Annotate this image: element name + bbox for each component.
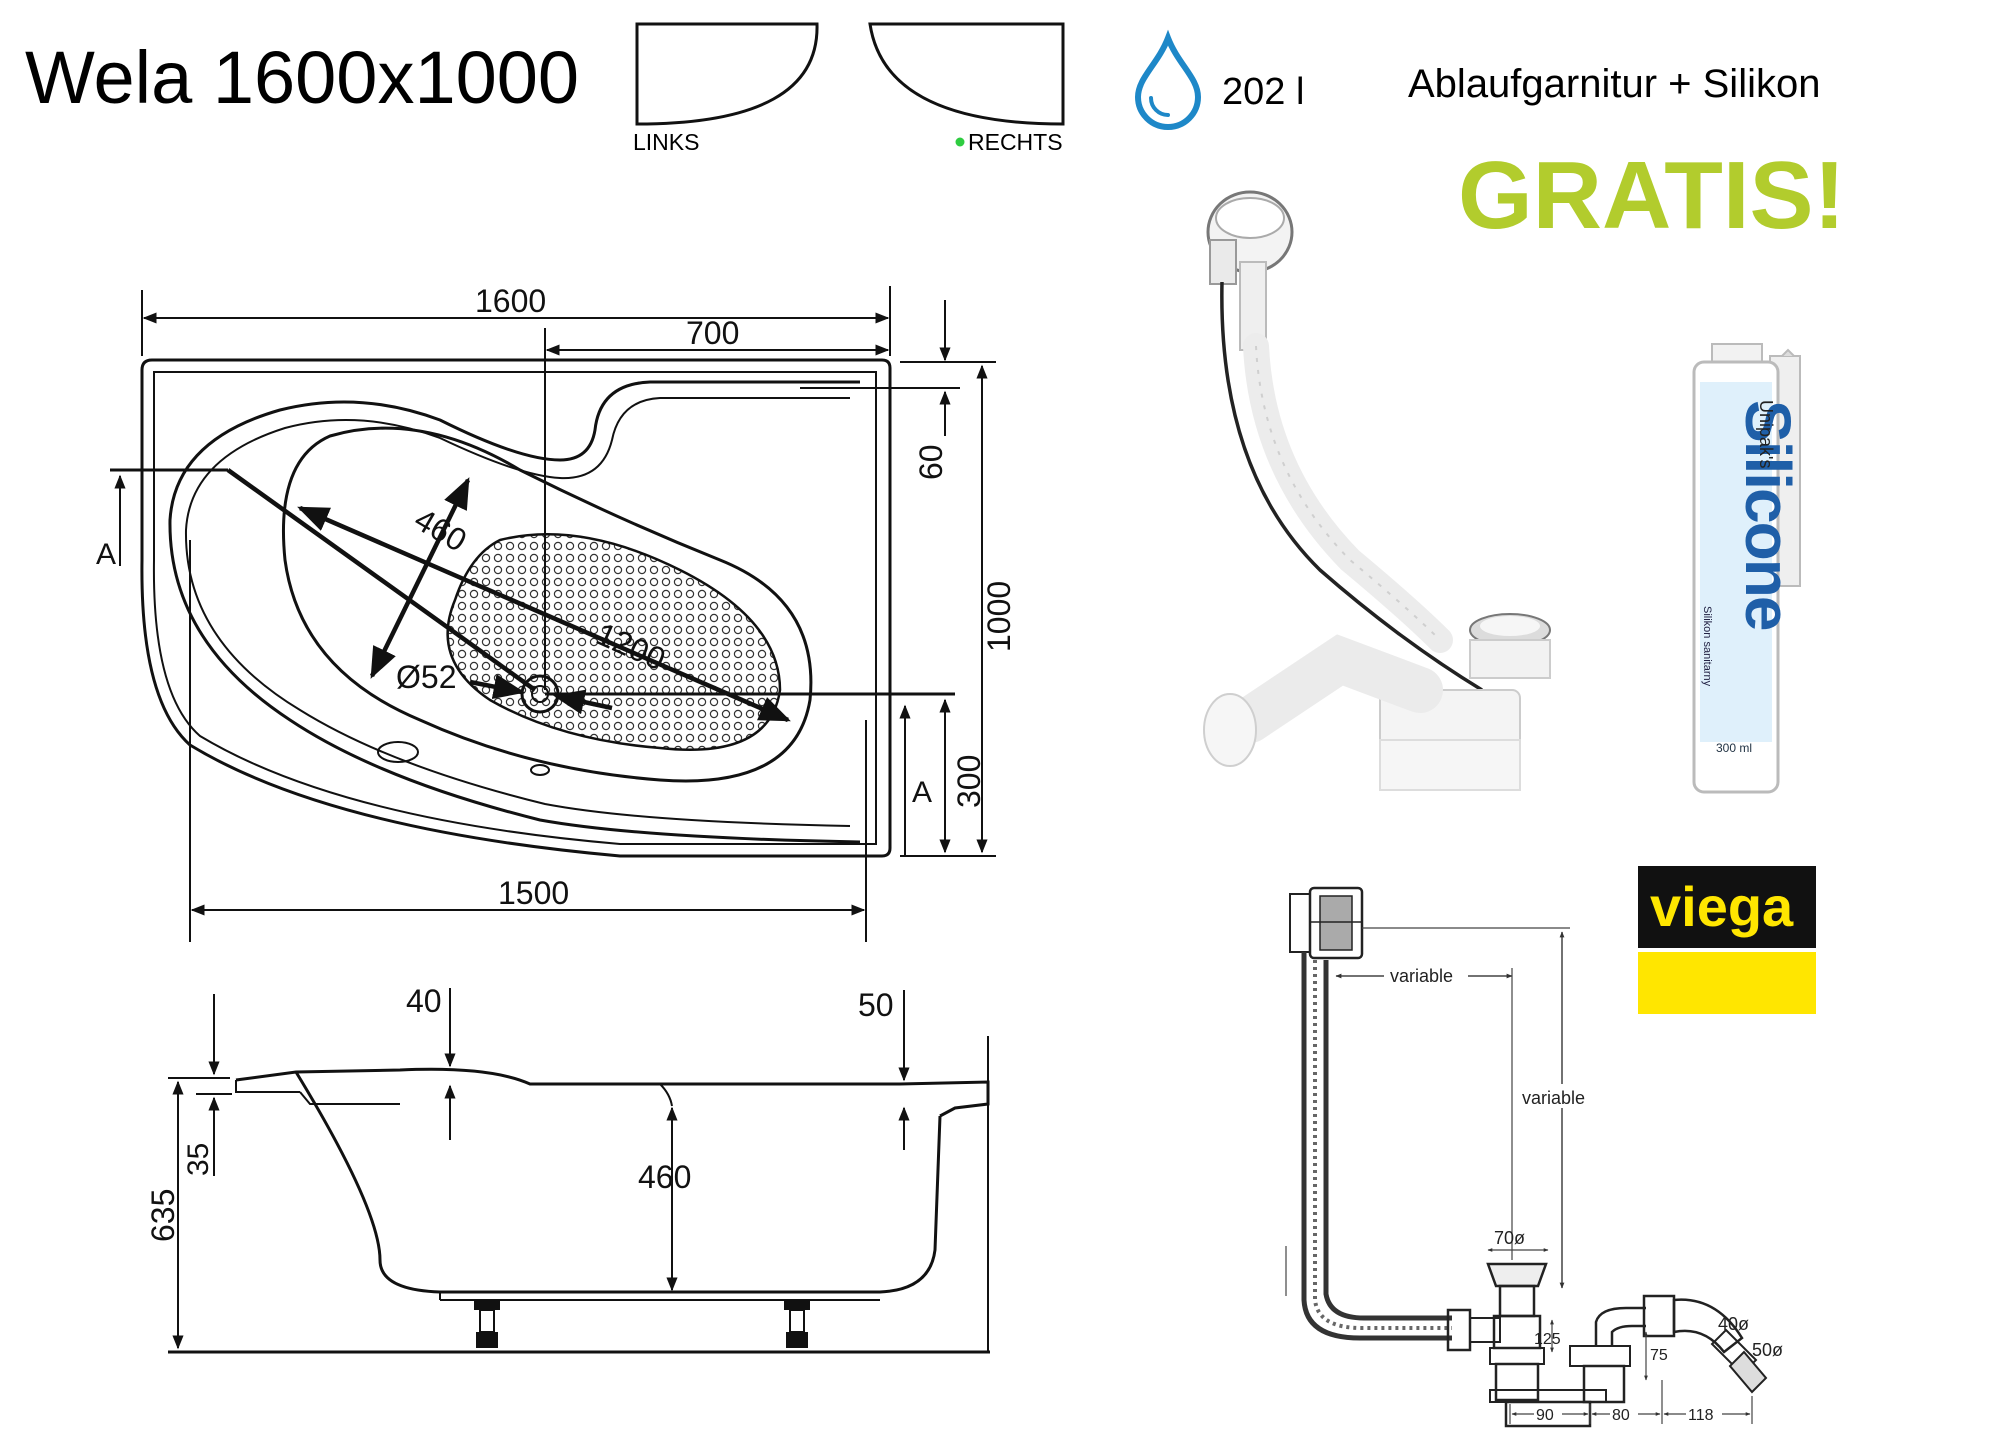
bathtub-side-view [168,1067,990,1354]
dim-inner-depth: 460 [638,1159,691,1195]
dim-rim-thickness: 35 [182,1143,215,1176]
dim-rim-offset: 60 [913,444,949,480]
section-marker-a-left: A [96,538,116,571]
silicone-brand: Unipak's [1756,400,1776,468]
drain-h75: 75 [1650,1347,1668,1364]
orientation-left-label: LINKS [633,129,699,155]
dim-depth-partial: 300 [951,755,987,808]
orientation-left-shape [635,22,819,126]
dim-width-partial: 700 [686,315,739,351]
dim-depth-total: 1000 [981,581,1017,652]
bathtub-top-view [140,358,892,858]
side-view-dimensions [168,988,989,1352]
foot-right [784,1300,810,1348]
viega-logo: viega [1638,866,1816,1014]
water-drop-icon [1134,29,1202,130]
drain-variable-vertical: variable [1522,1088,1585,1108]
top-view-dimensions [110,286,996,942]
drain-w90: 90 [1536,1407,1554,1424]
drain-technical-diagram [1285,886,1768,1428]
viega-brand: viega [1650,875,1794,938]
foot-left [474,1300,500,1348]
dim-total-height: 635 [145,1189,181,1242]
dim-drain-diameter: Ø52 [396,659,456,695]
silicone-sub: Silikon sanitarny [1701,606,1713,687]
drain-w80: 80 [1612,1407,1630,1424]
drain-d70: 70ø [1494,1228,1525,1248]
drain-set-photo [1203,190,1551,791]
dim-width-inner: 1500 [498,875,569,911]
silicone-tube-photo: Silicone Unipak's Silikon sanitarny 300 … [1692,343,1804,794]
drain-variable-horizontal: variable [1390,966,1453,986]
gratis-label: GRATIS! [1458,142,1846,249]
dim-rim-back: 50 [858,987,894,1023]
drain-d50: 50ø [1752,1340,1783,1360]
drain-d40: 40ø [1718,1314,1749,1334]
page-title: Wela 1600x1000 [25,36,579,119]
dim-inner-width: 460 [409,501,473,559]
volume-label: 202 l [1222,71,1304,113]
accessories-label: Ablaufgarnitur + Silikon [1408,62,1820,106]
drain-w118: 118 [1688,1407,1714,1424]
orientation-right-label: RECHTS [968,129,1063,155]
silicone-volume: 300 ml [1716,741,1752,755]
dim-rim-front: 40 [406,983,442,1019]
section-marker-a-right: A [912,776,932,809]
drain-h125: 125 [1534,1331,1561,1348]
silicone-label: Silicone [1732,400,1804,630]
selected-dot [955,137,965,147]
dim-width-total: 1600 [475,283,546,319]
orientation-right-shape [868,22,1065,126]
